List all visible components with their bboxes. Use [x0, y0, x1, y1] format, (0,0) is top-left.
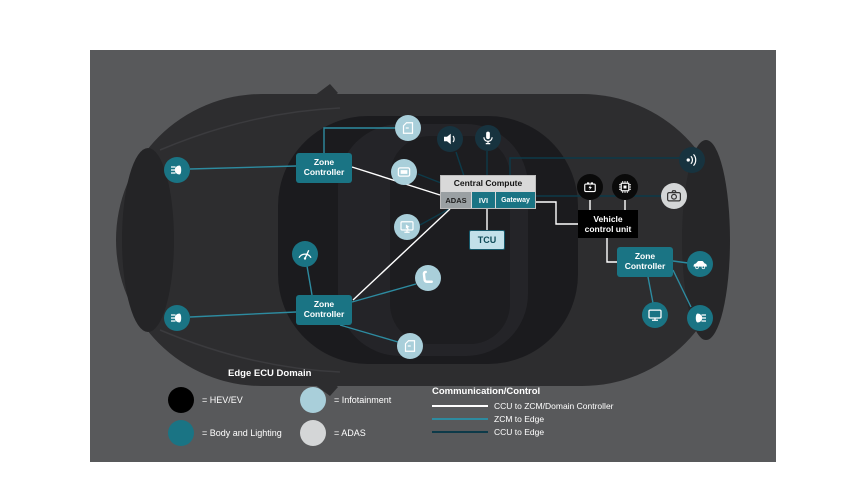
diagram-stage: Zone Controller Zone Controller Zone Con… [90, 50, 776, 462]
legend-label: = Infotainment [334, 395, 392, 405]
chip-icon [619, 181, 631, 193]
legend-item-body-lighting: = Body and Lighting [168, 420, 282, 446]
edge-node-tablet-display [391, 159, 417, 185]
door-icon [402, 122, 414, 134]
legend-label: = ADAS [334, 428, 366, 438]
edge-node-door-bottom [397, 333, 423, 359]
legend-label: CCU to Edge [494, 427, 545, 437]
taillight-icon [695, 313, 706, 323]
edge-node-headlight-left-top [164, 157, 190, 183]
microphone-icon [483, 131, 493, 145]
edge-node-speaker [437, 126, 463, 152]
zone-controller-bottom-left: Zone Controller [296, 295, 352, 325]
legend-label: ZCM to Edge [494, 414, 545, 424]
central-compute-segments: ADAS IVI Gateway [441, 191, 535, 208]
edge-node-monitor [642, 302, 668, 328]
segment-gateway: Gateway [495, 191, 535, 208]
edge-node-wiper [292, 241, 318, 267]
headlight-icon [171, 313, 182, 323]
legend-label: = HEV/EV [202, 395, 243, 405]
segment-ivi: IVI [471, 191, 495, 208]
legend-ccu-to-edge: CCU to Edge [432, 427, 544, 437]
legend-zcm-to-edge: ZCM to Edge [432, 414, 544, 424]
legend-item-hevev: = HEV/EV [168, 387, 243, 413]
zone-controller-right: Zone Controller [617, 247, 673, 277]
edge-node-ev-battery [577, 174, 603, 200]
touch-display-icon [400, 221, 414, 233]
communication-control-title: Communication/Control [432, 386, 541, 397]
door-icon [404, 340, 416, 352]
central-compute-title: Central Compute [453, 178, 523, 188]
speaker-icon [444, 133, 455, 145]
infotainment-swatch [300, 387, 326, 413]
monitor-icon [648, 309, 662, 321]
adas-swatch [300, 420, 326, 446]
edge-node-taillight [687, 305, 713, 331]
car-side-icon [693, 261, 707, 270]
teal-line-sample [432, 418, 488, 420]
zone-controller-top-left: Zone Controller [296, 153, 352, 183]
edge-node-touch-display [394, 214, 420, 240]
edge-node-door-top [395, 115, 421, 141]
central-compute-box: Central Compute ADAS IVI Gateway [440, 175, 536, 209]
segment-adas: ADAS [441, 191, 471, 208]
ev-battery-icon [584, 182, 596, 193]
body-lighting-swatch [168, 420, 194, 446]
edge-node-microphone [475, 125, 501, 151]
tablet-display-icon [397, 167, 411, 177]
legend-item-adas: = ADAS [300, 420, 366, 446]
camera-icon [667, 190, 681, 202]
tcu-box: TCU [469, 230, 505, 250]
edge-node-seat [415, 265, 441, 291]
vehicle-control-unit-box: Vehicle control unit [578, 210, 638, 238]
white-line-sample [432, 405, 488, 407]
seat-icon [422, 270, 433, 283]
edge-node-camera [661, 183, 687, 209]
edge-node-car [687, 251, 713, 277]
legend-ccu-to-zcm: CCU to ZCM/Domain Controller [432, 401, 614, 411]
legend-label: = Body and Lighting [202, 428, 282, 438]
headlight-icon [171, 165, 182, 175]
edge-ecu-domain-title: Edge ECU Domain [228, 368, 312, 379]
edge-node-chip [612, 174, 638, 200]
hevev-swatch [168, 387, 194, 413]
wiper-icon [298, 249, 312, 260]
edge-node-headlight-left-bottom [164, 305, 190, 331]
legend-item-infotainment: = Infotainment [300, 387, 391, 413]
sound-waves-icon [686, 153, 697, 167]
dark-line-sample [432, 431, 488, 433]
edge-node-sound-waves [679, 147, 705, 173]
legend-label: CCU to ZCM/Domain Controller [494, 401, 614, 411]
